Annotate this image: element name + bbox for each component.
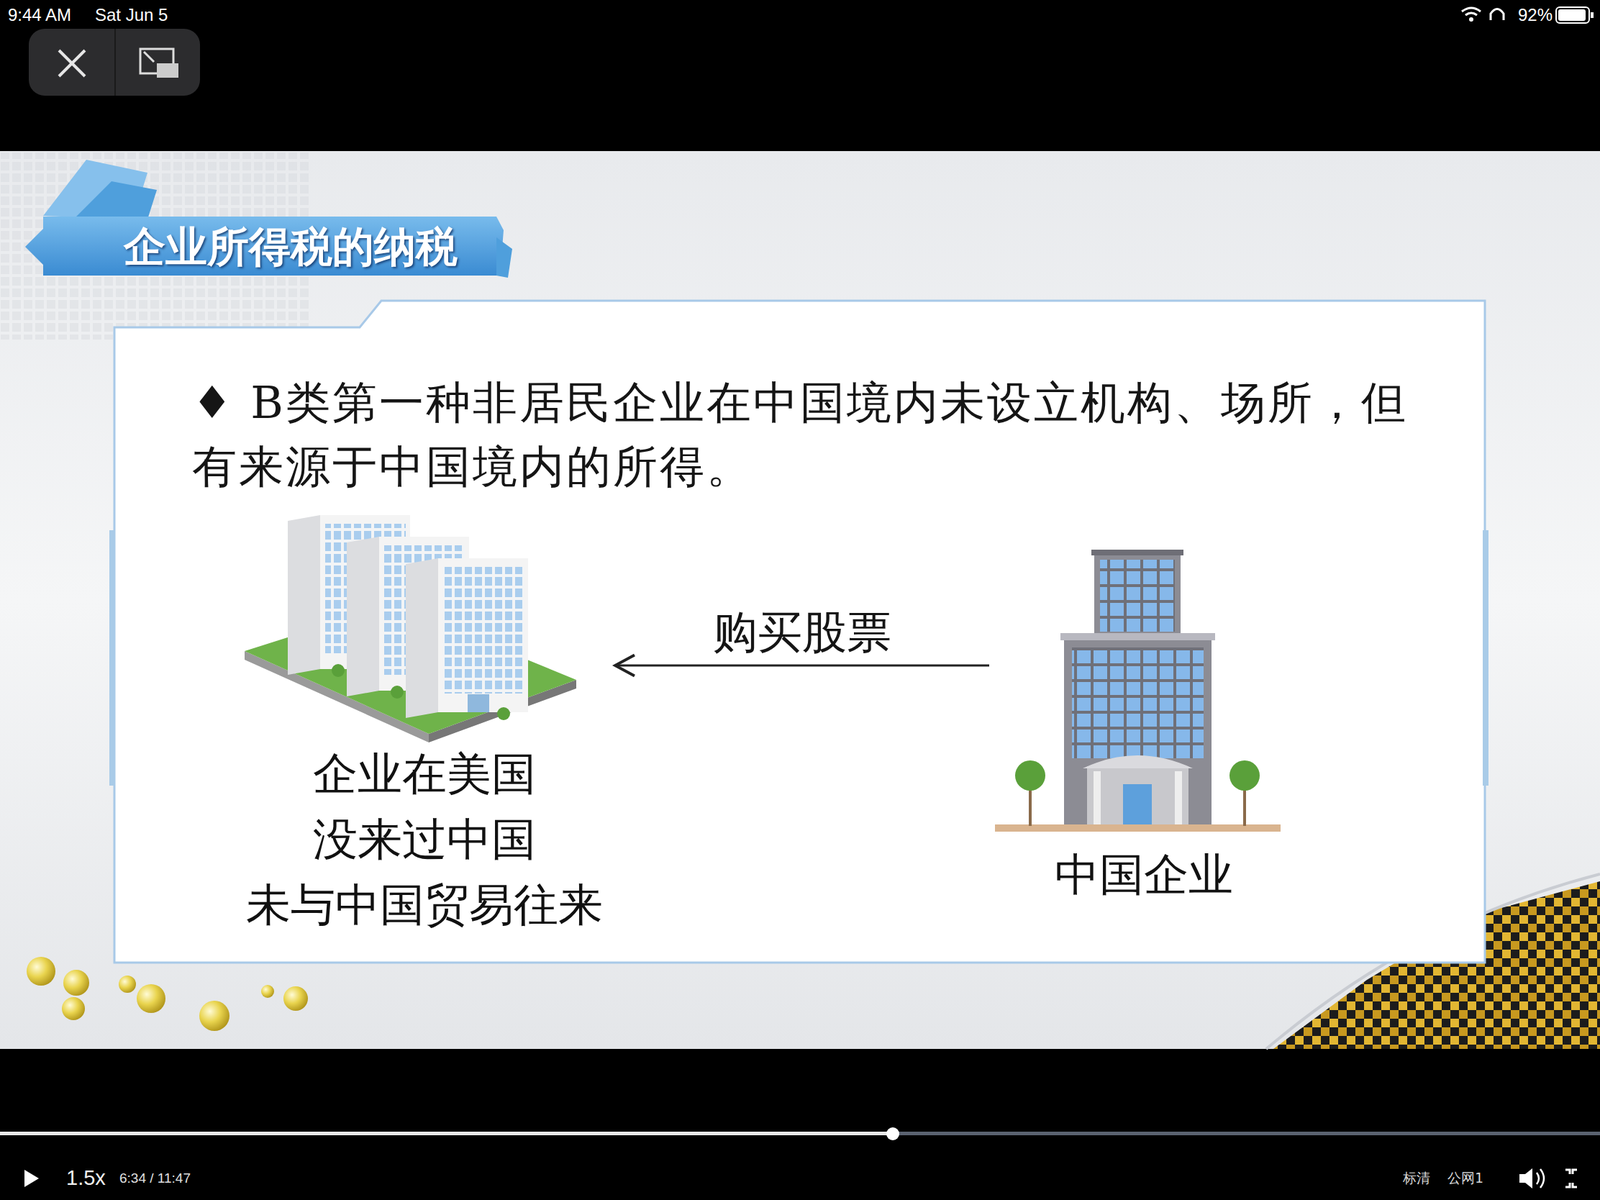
chinese-company-building	[1123, 784, 1152, 825]
chinese-company: 中国企业	[989, 550, 1299, 908]
chinese-company-building	[1060, 633, 1216, 641]
yellow-balls	[136, 984, 166, 1013]
yellow-balls	[283, 986, 308, 1011]
status-time: 9:44 AM	[7, 4, 72, 26]
player-controls	[0, 1127, 1600, 1189]
chinese-company-building	[1015, 760, 1046, 791]
quality-option: 标清	[1402, 1169, 1431, 1187]
yellow-balls	[118, 975, 136, 993]
player-controls	[1536, 1172, 1539, 1185]
player-controls	[886, 1127, 900, 1141]
banner-cubes	[43, 159, 157, 220]
status-icons	[1590, 12, 1594, 18]
slide-ground	[0, 151, 1600, 1049]
status-date: Sat Jun 5	[94, 4, 168, 26]
content-panel	[1482, 530, 1489, 786]
office-buildings-illustration	[346, 536, 380, 697]
player-controls	[0, 1131, 1600, 1136]
banner-cubes	[75, 181, 157, 220]
office-buildings-illustration	[438, 558, 529, 713]
chinese-company-building	[1094, 553, 1181, 638]
yellow-balls	[26, 956, 56, 986]
yellow-balls	[63, 969, 90, 996]
content-panel	[109, 530, 116, 786]
office-buildings-illustration	[443, 566, 524, 694]
office-buildings-illustration	[405, 558, 439, 718]
office-buildings-illustration	[331, 664, 345, 677]
chinese-company-building	[1174, 771, 1183, 825]
status-icons	[1556, 7, 1590, 24]
status-icons	[1465, 12, 1477, 16]
chinese-company-building	[1071, 647, 1204, 759]
line-option: 公网1	[1447, 1169, 1484, 1187]
player-controls	[1519, 1168, 1533, 1189]
status-icons	[1469, 17, 1474, 22]
playback-time: 6:34 / 11:47	[119, 1169, 191, 1187]
status-icons	[1461, 7, 1481, 12]
yellow-balls	[26, 956, 308, 1031]
yellow-balls	[261, 984, 275, 998]
content-panel	[114, 300, 1485, 963]
title-banner	[25, 216, 504, 276]
content-panel	[109, 300, 1489, 963]
player-controls	[1540, 1169, 1544, 1188]
body-text: ♦ B类第一种非居民企业在中国境内未设立机构、场所，但有来源于中国境内的所得。	[192, 370, 1416, 499]
yellow-balls	[61, 997, 85, 1021]
chinese-company-building	[1093, 771, 1101, 825]
office-buildings-illustration	[390, 685, 404, 699]
chinese-company-building	[1087, 766, 1189, 825]
yellow-balls	[199, 1000, 230, 1031]
player-close-buttons	[58, 50, 85, 77]
office-buildings-illustration	[467, 694, 490, 713]
player-close-buttons	[143, 51, 154, 62]
foreign-company: 企业在美国 没来过中国 未与中国贸易往来	[233, 503, 616, 938]
office-buildings-illustration	[287, 515, 321, 675]
player-close-buttons	[58, 50, 85, 77]
connector-arrow	[615, 664, 990, 667]
slide-title: 企业所得税的纳税	[123, 224, 458, 270]
company-caption: 企业在美国 没来过中国 未与中国贸易往来	[233, 741, 616, 938]
company-caption: 中国企业	[989, 841, 1299, 908]
status-icons	[1490, 9, 1504, 21]
player-controls	[0, 1131, 893, 1136]
status-icons	[1558, 9, 1586, 21]
title-banner	[25, 216, 513, 278]
chinese-company-building	[1100, 559, 1175, 632]
title-banner	[496, 237, 513, 278]
chinese-company-building	[1091, 549, 1184, 556]
player-close-buttons	[114, 28, 116, 96]
battery-level: 92%	[1517, 4, 1553, 26]
chinese-company-building	[994, 824, 1281, 832]
chinese-company-building	[1229, 760, 1260, 791]
player-close-buttons	[28, 28, 200, 96]
chinese-company-building	[1064, 637, 1212, 825]
playback-speed: 1.5x	[66, 1165, 106, 1191]
player-controls	[24, 1169, 39, 1188]
chinese-company-building	[994, 549, 1281, 832]
office-buildings-illustration	[497, 707, 511, 721]
player-controls	[1565, 1169, 1577, 1188]
chinese-company-building	[1082, 755, 1193, 769]
player-close-buttons	[28, 28, 200, 96]
edge-label: 购买股票	[712, 607, 892, 657]
player-close-buttons	[156, 63, 179, 78]
office-buildings-illustration	[244, 515, 577, 743]
